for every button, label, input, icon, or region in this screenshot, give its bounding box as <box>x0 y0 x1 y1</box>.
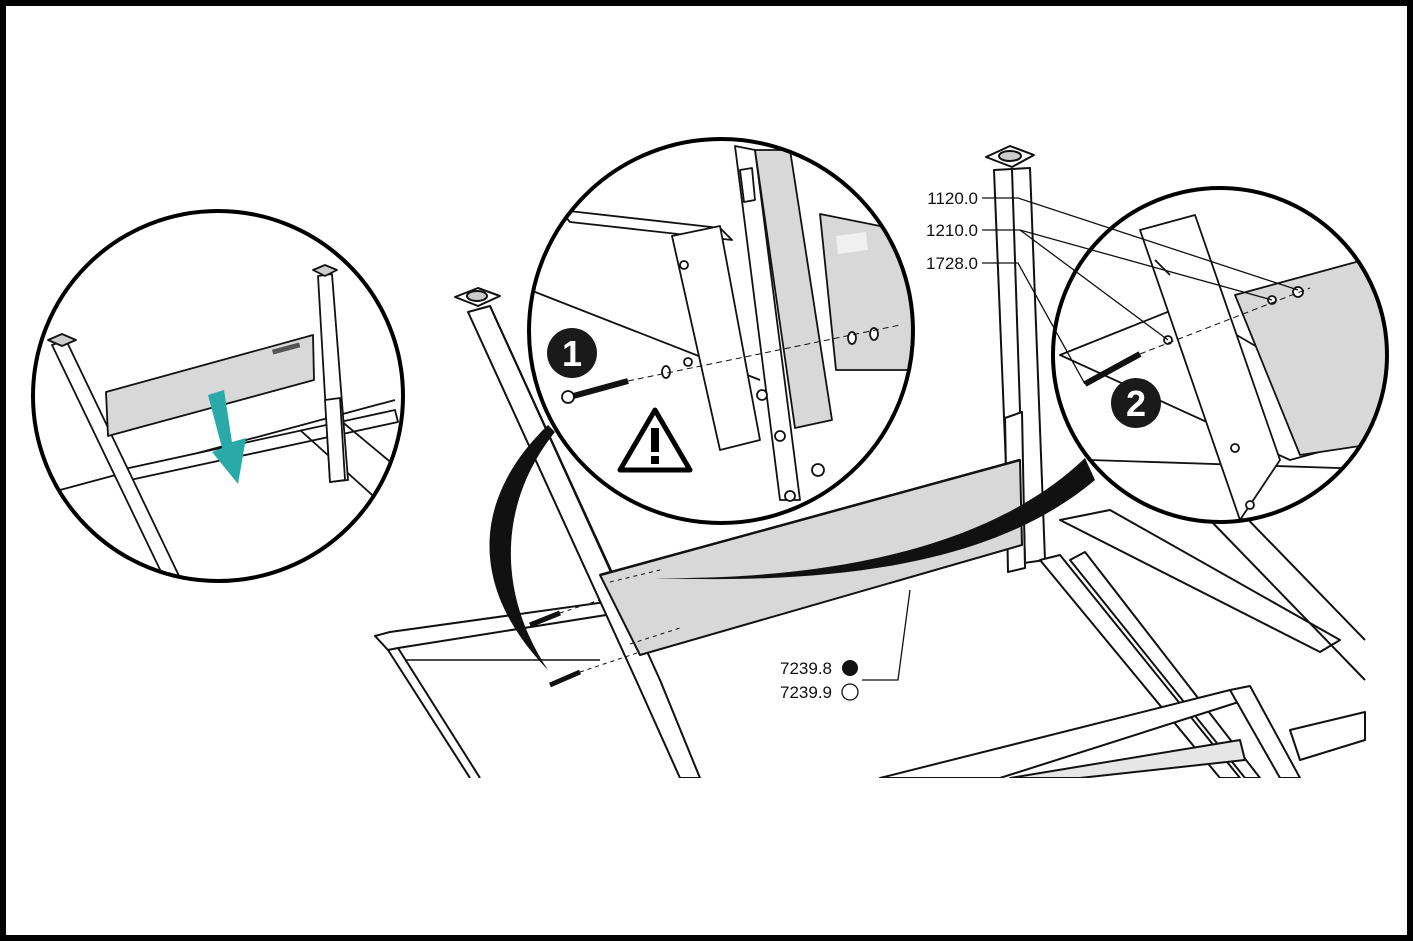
lower-panel-small <box>105 334 315 437</box>
callout-pointer-1 <box>489 425 555 670</box>
screws-left <box>529 569 681 688</box>
part-labels-panel: 7239.8 7239.9 <box>780 589 911 702</box>
right-foot <box>985 145 1035 168</box>
color-dot-black <box>842 660 858 676</box>
rear-rail <box>1059 509 1341 653</box>
step-1-badge: 1 <box>547 328 597 378</box>
step-1-number: 1 <box>562 333 582 374</box>
left-foot <box>454 287 501 307</box>
inset-step-1: 1 <box>527 137 915 525</box>
part-labels-top: 1120.0 1210.0 1728.0 <box>926 189 1299 385</box>
part-label-1120: 1120.0 <box>927 189 978 208</box>
part-label-1728: 1728.0 <box>926 254 978 273</box>
down-arrow-icon <box>208 390 246 484</box>
leader-line-panel <box>862 589 911 681</box>
leg-bracket <box>671 225 761 451</box>
part-label-7239-9: 7239.9 <box>780 683 832 702</box>
callout-pointer-2 <box>655 458 1095 580</box>
color-dot-white <box>841 683 859 701</box>
warning-triangle-icon <box>617 407 693 473</box>
step-2-number: 2 <box>1126 383 1146 424</box>
front-side-rail <box>374 599 626 651</box>
inset-step-lower-panel <box>31 209 405 583</box>
main-frame-drawing <box>374 145 1366 778</box>
part-label-7239-8: 7239.8 <box>780 659 832 678</box>
inset-step-2: 2 <box>1051 186 1389 524</box>
step-2-badge: 2 <box>1111 378 1161 428</box>
leader-lines-top <box>982 197 1299 385</box>
part-label-1210: 1210.0 <box>926 221 978 240</box>
